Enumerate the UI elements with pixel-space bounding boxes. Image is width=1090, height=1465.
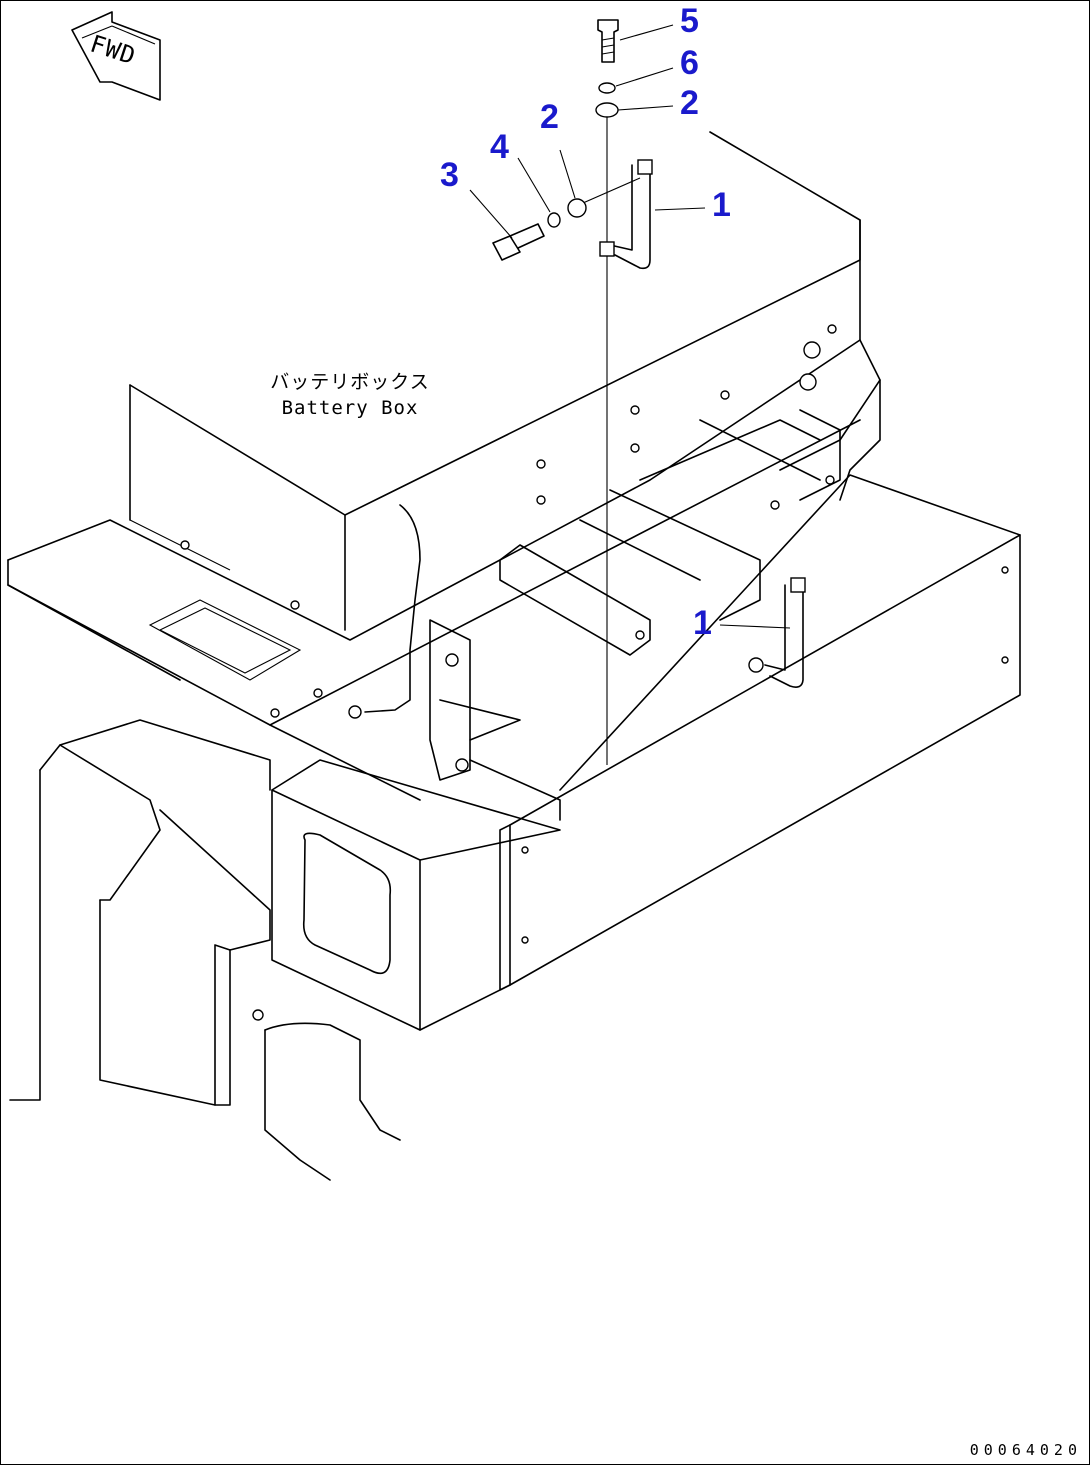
cable-1-upper — [599, 159, 653, 270]
deck-holes — [180, 324, 837, 718]
battery-box-label-jp: バッテリボックス — [270, 371, 430, 393]
bolt-5-icon — [597, 19, 619, 63]
callout-6: 6 — [680, 44, 699, 82]
callout-2-top: 2 — [680, 84, 699, 122]
battery-box-label-en: Battery Box — [281, 397, 419, 419]
cab-structure — [9, 719, 401, 1181]
front-box — [271, 759, 561, 1031]
washer-6-icon — [598, 82, 616, 94]
callout-1-mid: 1 — [693, 604, 712, 642]
washer-4-icon — [547, 212, 561, 228]
leader-lines — [469, 24, 791, 629]
washer-2-top-icon — [595, 102, 619, 118]
ground-cable — [364, 504, 421, 713]
washer-2-left-icon — [567, 198, 587, 218]
callout-3: 3 — [440, 156, 459, 194]
fwd-arrow-icon — [71, 11, 161, 101]
side-panel — [499, 474, 1021, 991]
callout-1-top: 1 — [712, 186, 731, 224]
battery-box — [129, 131, 861, 631]
guide-line-left — [582, 177, 641, 204]
callout-4: 4 — [490, 128, 509, 166]
bolt-3-icon — [492, 223, 545, 261]
callout-5: 5 — [680, 2, 699, 40]
frame-structure — [7, 339, 881, 821]
drawing-number: 00064020 — [969, 1441, 1082, 1459]
cable-1-lower — [748, 577, 806, 688]
callout-2-left: 2 — [540, 98, 559, 136]
